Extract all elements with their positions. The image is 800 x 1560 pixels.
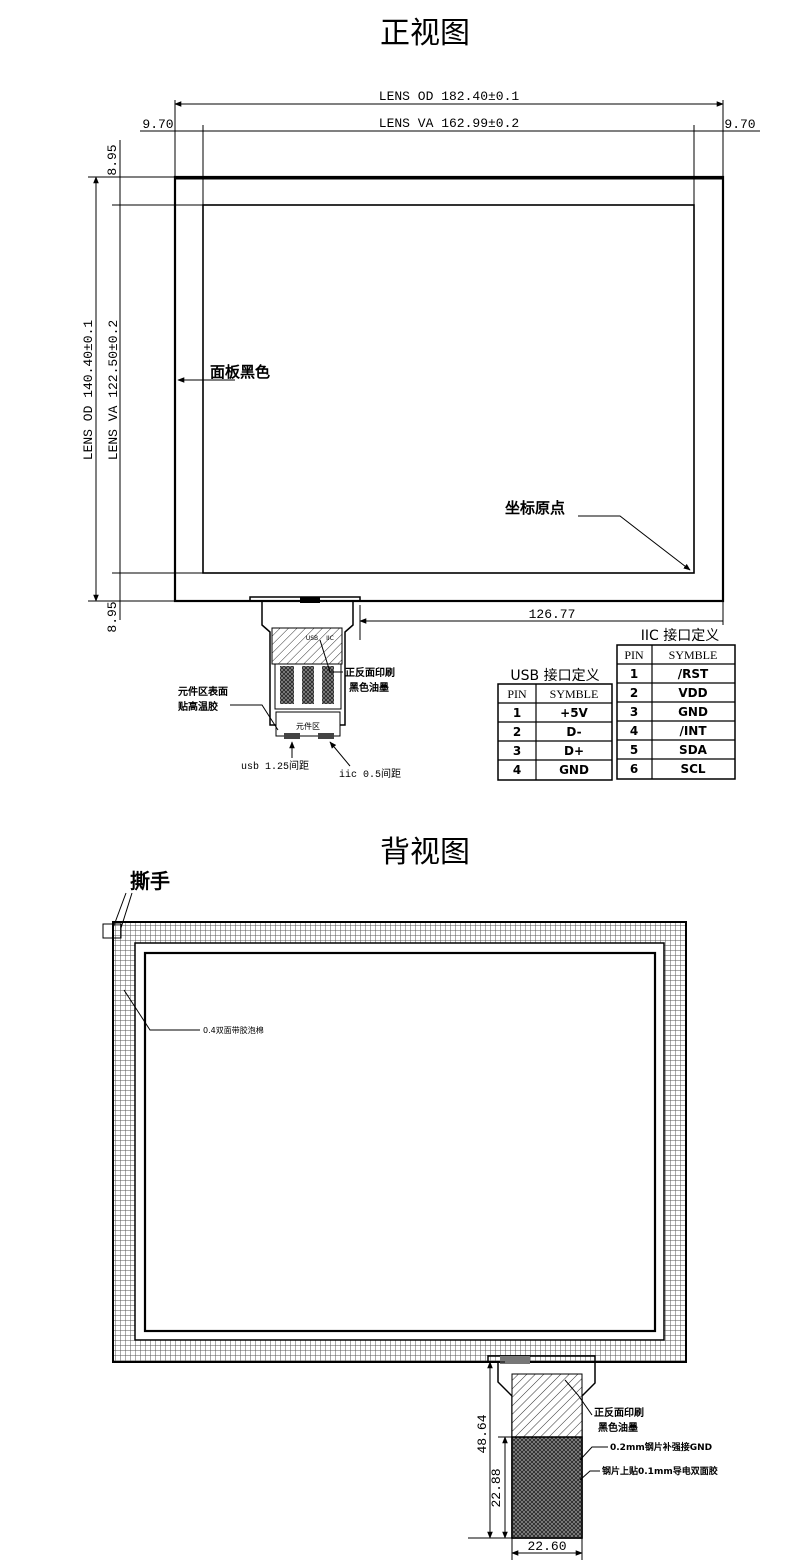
lens-va-width-label: LENS VA 162.99±0.2 (379, 116, 519, 131)
iic-header-symble: SYMBLE (669, 648, 718, 662)
usb-pitch-note: usb 1.25间距 (241, 759, 309, 773)
usb-row-pin: 3 (513, 744, 521, 758)
front-print-ink-note-1: 正反面印刷 (345, 666, 395, 679)
iic-row-pin: 2 (630, 686, 638, 700)
iic-row-pin: 3 (630, 705, 638, 719)
front-print-ink-note-2: 黑色油墨 (349, 681, 389, 694)
iic-row-symble: SDA (679, 743, 708, 757)
usb-row-pin: 2 (513, 725, 521, 739)
steel-width-label: 22.60 (527, 1539, 566, 1554)
iic-row-pin: 5 (630, 743, 638, 757)
lens-od-width-label: LENS OD 182.40±0.1 (379, 89, 520, 104)
tear-tab (102, 923, 122, 939)
back-view-title: 背视图 (380, 835, 470, 870)
steel-height-label: 22.88 (489, 1468, 504, 1507)
iic-tag-top: IIC (326, 635, 334, 642)
steel-note-2: 钢片上贴0.1mm导电双面胶 (602, 1465, 718, 1477)
usb-row-pin: 4 (513, 763, 521, 777)
origin-note: 坐标原点 (505, 499, 565, 517)
iic-row-symble: /RST (678, 667, 709, 681)
back-print-ink-note-2: 黑色油墨 (598, 1421, 638, 1434)
fpc-length-label: 48.64 (475, 1414, 490, 1453)
back-fpc (487, 1355, 596, 1539)
component-area-label: 元件区 (296, 721, 320, 731)
back-view: 背视图 撕手 0.4双面带胶泡棉 48.64 22.88 (102, 835, 718, 1560)
iic-table-title: IIC 接口定义 (641, 627, 719, 644)
fpc-tail: USB IIC 元件区 (249, 596, 361, 739)
side-left-label: 9.70 (142, 117, 173, 132)
steel-stiffener (511, 1436, 583, 1539)
iic-row-pin: 6 (630, 762, 638, 776)
fpc-offset-label: 126.77 (529, 607, 576, 622)
iic-row-symble: VDD (678, 686, 707, 700)
component-note-2: 贴高温胶 (177, 700, 218, 713)
front-view: 正视图 LENS OD 182.40±0.1 LENS VA 162.99±0.… (81, 16, 760, 781)
usb-interface-table: USB 接口定义 PIN SYMBLE 1 +5V 2 D- 3 D+ 4 GN… (497, 667, 613, 781)
usb-header-symble: SYMBLE (550, 687, 599, 701)
back-print-ink-note-1: 正反面印刷 (594, 1406, 644, 1419)
tape-note: 0.4双面带胶泡棉 (203, 1025, 264, 1035)
panel-black-note: 面板黑色 (210, 363, 270, 381)
iic-header-pin: PIN (624, 648, 644, 662)
usb-table-title: USB 接口定义 (510, 667, 599, 684)
steel-note-1: 0.2mm钢片补强接GND (610, 1441, 712, 1453)
origin-leader (578, 515, 691, 571)
usb-row-symble: +5V (560, 706, 588, 720)
back-viewing-window (143, 951, 657, 1333)
usb-row-symble: GND (559, 763, 589, 777)
usb-header-pin: PIN (507, 687, 527, 701)
tear-tab-note: 撕手 (130, 869, 170, 893)
iic-row-pin: 4 (630, 724, 638, 738)
front-view-title: 正视图 (380, 16, 470, 51)
component-note-1: 元件区表面 (178, 685, 228, 698)
usb-tag: USB (306, 635, 318, 642)
iic-pitch-note: iic 0.5间距 (339, 767, 401, 781)
iic-row-symble: GND (678, 705, 708, 719)
bottom-margin-label: 8.95 (105, 601, 120, 632)
iic-row-symble: SCL (680, 762, 705, 776)
usb-row-symble: D- (566, 725, 581, 739)
usb-row-symble: D+ (564, 744, 584, 758)
lens-od-height-label: LENS OD 140.40±0.1 (81, 320, 96, 461)
iic-interface-table: IIC 接口定义 PIN SYMBLE 1 /RST 2 VDD 3 GND 4… (616, 627, 736, 780)
usb-row-pin: 1 (513, 706, 521, 720)
iic-row-symble: /INT (679, 724, 707, 738)
viewing-area (202, 204, 695, 574)
top-margin-label: 8.95 (105, 144, 120, 175)
lens-va-height-label: LENS VA 122.50±0.2 (106, 320, 121, 460)
side-right-label: 9.70 (724, 117, 755, 132)
lens-outline (173, 175, 725, 603)
iic-row-pin: 1 (630, 667, 638, 681)
